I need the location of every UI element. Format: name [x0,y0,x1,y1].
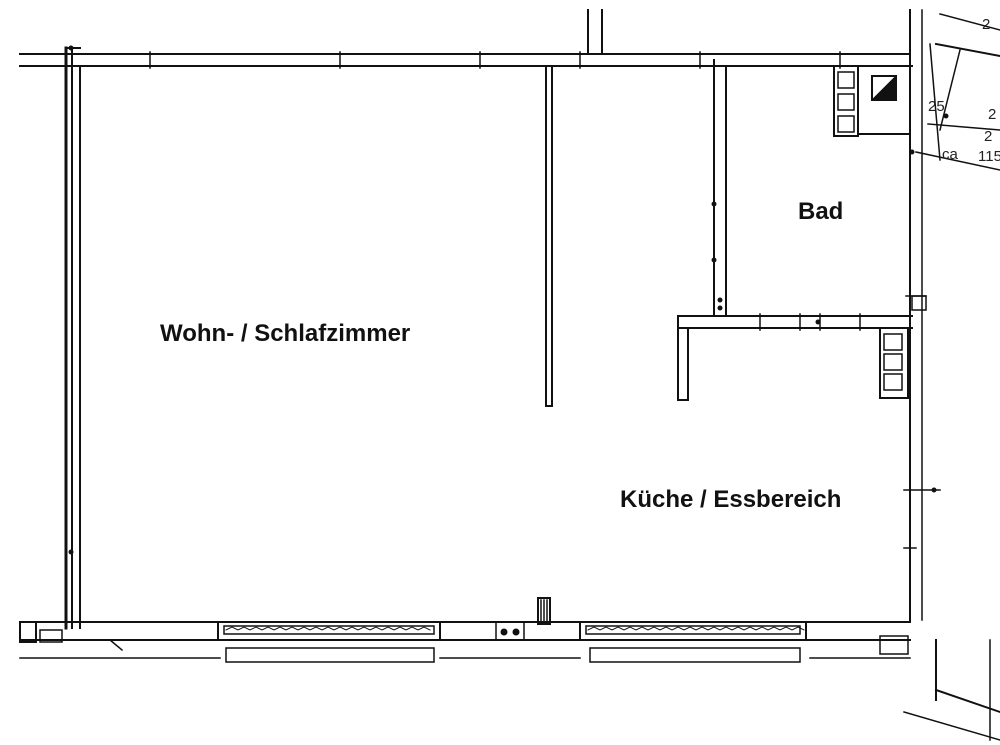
dimension-label: 2 [988,106,997,123]
shaft-lines [587,9,603,55]
top-wall [19,51,913,69]
heater-symbol [495,597,551,641]
dimension-label: 25 [928,98,945,115]
center-partition [545,65,553,407]
entry-detail [19,621,124,652]
dimension-label: 115 [978,148,1000,165]
room-label-kitchen: Küche / Essbereich [620,486,842,513]
shaft-stack-bath [833,65,911,137]
left-wall [64,46,81,630]
window-left [217,621,441,663]
shaft-stack-kitchen [879,327,909,399]
room-label-bath: Bad [798,198,844,225]
outside-fragment [879,13,1000,741]
room-label-living: Wohn- / Schlafzimmer [160,320,411,347]
bath-walls [677,59,913,401]
dimension-label: 2 [984,128,993,145]
window-right [579,621,807,663]
dimension-label: 2 [982,16,991,33]
wall-dots [68,45,949,555]
dimension-label: ca [942,146,958,163]
